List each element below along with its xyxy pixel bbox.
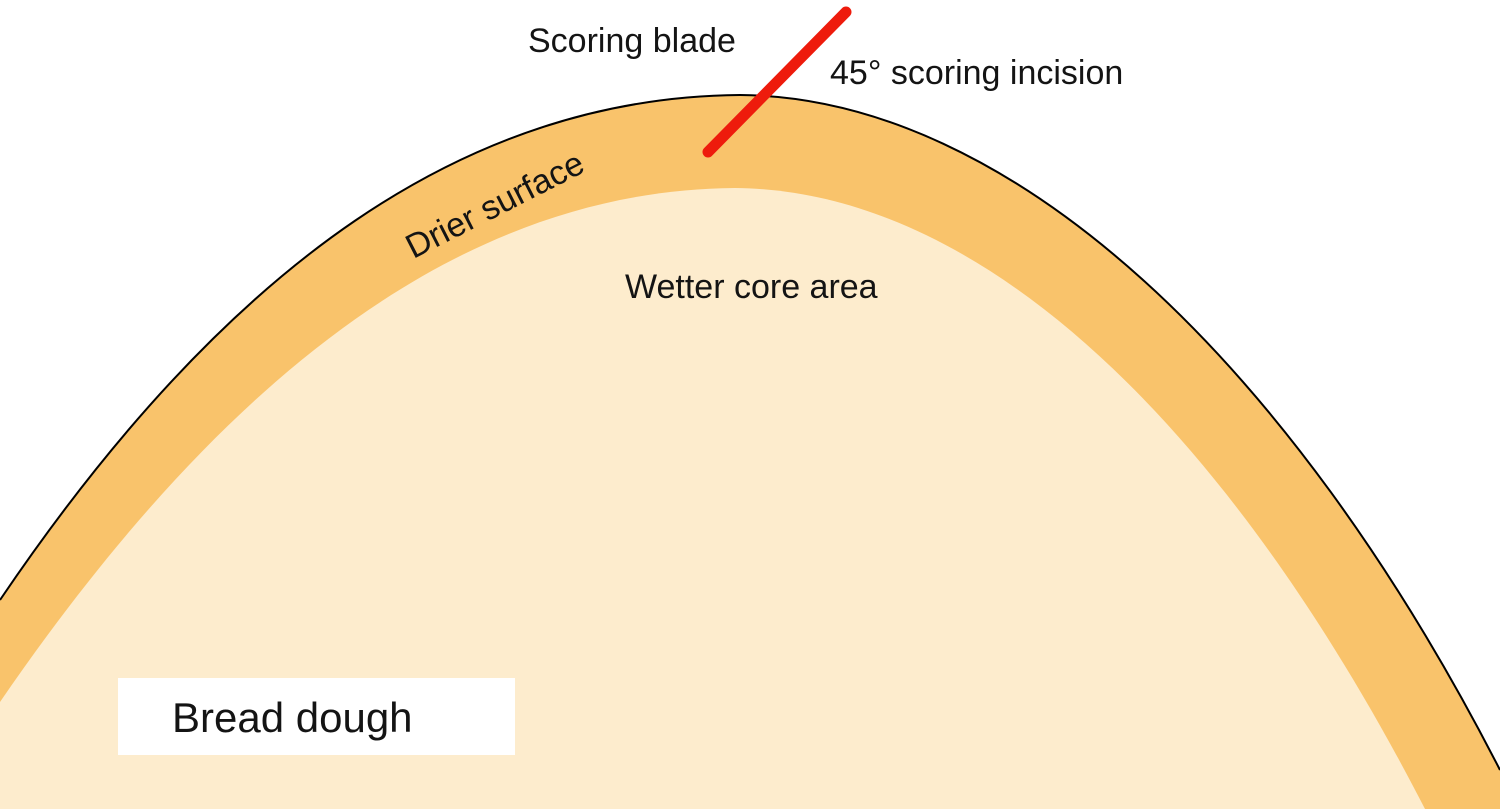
scoring-blade-label: Scoring blade — [528, 22, 736, 60]
core-inner-shape — [0, 188, 1425, 809]
wetter-core-label: Wetter core area — [625, 268, 878, 306]
incision-label: 45° scoring incision — [830, 54, 1123, 92]
crust-outline — [0, 93, 1500, 771]
bread-dough-label: Bread dough — [172, 694, 413, 741]
bread-dough-label-box — [118, 678, 515, 755]
scoring-blade-line — [702, 6, 852, 158]
